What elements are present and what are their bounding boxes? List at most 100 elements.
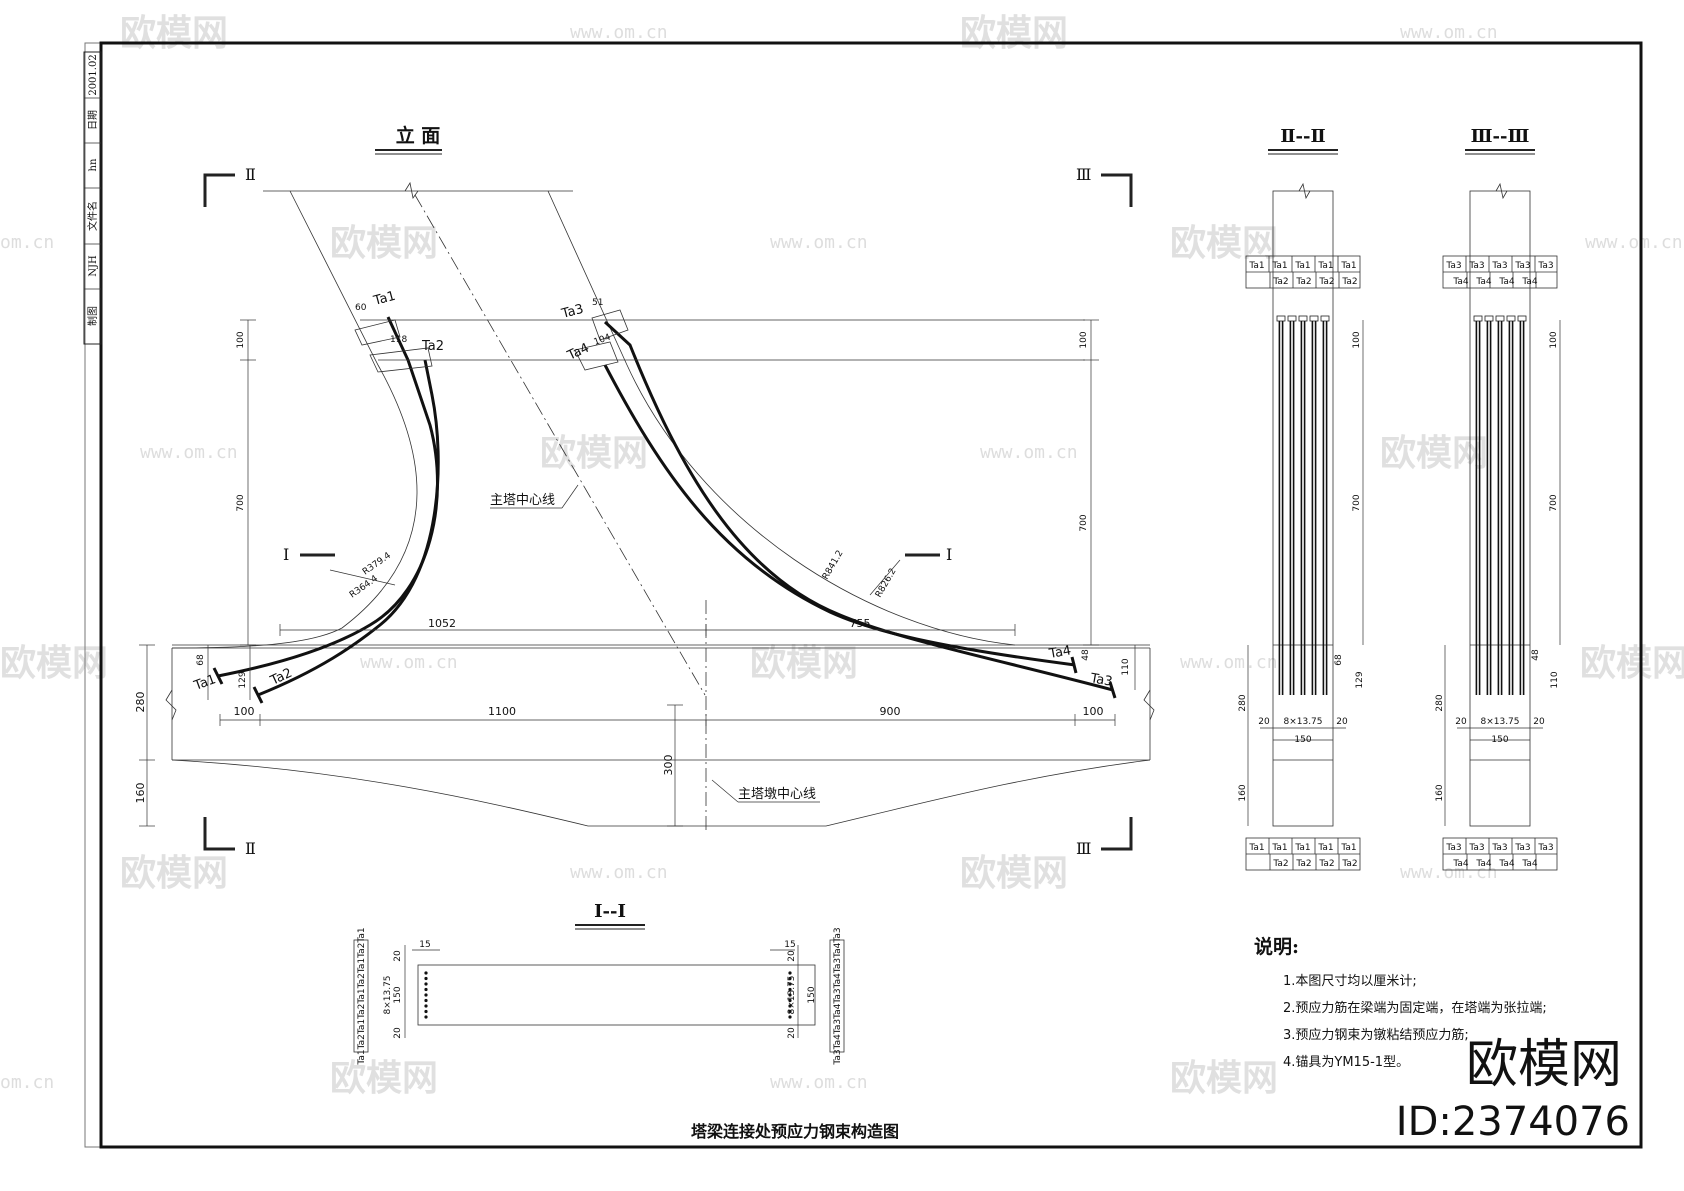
iii-dim-160: 160 [1435,784,1445,801]
ii-bottom-cell: Ta2 [1272,277,1288,287]
watermark-url: www.om.cn [770,232,868,253]
dim-51: 51 [592,298,603,308]
label-ta3-bottom: Ta3 [1088,671,1113,690]
i-dim-spacing-right: 8×13.75 [787,975,797,1014]
watermark-url: www.om.cn [770,1072,868,1093]
note-item: 4.锚具为YM15-1型。 [1283,1055,1409,1070]
dim-1052: 1052 [428,617,456,630]
iii-top-cell: Ta3 [1468,843,1484,853]
dim-110: 110 [1121,658,1131,675]
iii-bottom-cell: Ta4 [1498,859,1515,869]
ii-dim-700: 700 [1352,494,1362,511]
drawing-title: 塔梁连接处预应力钢束构造图 [691,1122,899,1141]
ii-dim-160: 160 [1238,784,1248,801]
watermark-url: www.om.cn [360,652,458,673]
dim-r841: R841.2 [821,549,846,582]
section-mark-iii-top: Ⅲ [1076,165,1091,184]
label-ta1-top: Ta1 [371,289,397,309]
i-dim-20-left-top: 20 [393,950,403,962]
i-dim-20-right-top: 20 [787,950,797,962]
ii-dim-20: 20 [1336,717,1348,727]
watermark-url-fragment: om.cn [0,1072,54,1093]
anchor-head [1276,315,1286,322]
tendon-dot [788,998,792,1003]
dim-755: 755 [850,617,871,630]
i-left-tendon-stack: Ta1Ta2Ta1Ta2Ta1Ta2Ta1Ta2Ta1 [357,927,367,1065]
iii-dim-20: 20 [1533,717,1545,727]
iii-dim-150: 150 [1491,735,1508,745]
tendon-dot [788,1009,792,1014]
tendon-dot [424,1009,428,1014]
section-ii-title: Ⅱ--Ⅱ [1280,126,1325,147]
ii-bottom-cell: Ta2 [1295,859,1311,869]
iii-top-cell: Ta3 [1514,261,1530,271]
section-i-title: Ⅰ--Ⅰ [594,901,626,922]
anchor-head [1517,315,1527,322]
section-i-view: Ⅰ--Ⅰ Ta1Ta2Ta1Ta2Ta1Ta2Ta1Ta2Ta1 Ta3Ta4T… [353,901,845,1066]
tendon-dot [424,993,428,997]
dim-900: 900 [880,705,901,718]
watermark-brand: 欧模网 [330,223,438,264]
watermark-brand: 欧模网 [960,853,1068,894]
i-dim-15-right: 15 [784,940,795,950]
tendon-dot [788,982,792,986]
ii-bottom-cell: Ta2 [1318,277,1334,287]
pier-centerline-label: 主塔墩中心线 [738,787,816,802]
tendon-ta3 [603,320,1114,692]
watermark-url: www.om.cn [1400,22,1498,43]
ii-top-cell: Ta1 [1248,843,1264,853]
iii-top-cell: Ta3 [1537,261,1553,271]
iii-bottom-cell: Ta4 [1475,277,1492,287]
iii-top-cell: Ta3 [1491,261,1507,271]
section-iii-title: Ⅲ--Ⅲ [1471,126,1530,147]
brand-stamp: 欧模网 [1466,1035,1622,1095]
ii-bottom-cell: Ta2 [1318,859,1334,869]
iii-top-cell: Ta3 [1491,843,1507,853]
section-ii-view: Ⅱ--Ⅱ Ta1 Ta1 Ta1 Ta1 Ta1 Ta2 Ta2 Ta2 Ta2… [1238,126,1365,871]
elevation-view: 立 面 Ⅱ Ⅱ Ⅲ Ⅲ Ⅰ Ⅰ [134,124,1155,858]
ii-top-cell: Ta1 [1317,843,1333,853]
label-ta2-bottom: Ta2 [267,666,294,689]
watermark-brand: 欧模网 [0,643,108,684]
i-right-tendon-stack: Ta3Ta4Ta3Ta4Ta3Ta4Ta3Ta4Ta3 [833,927,843,1065]
section-mark-ii-top: Ⅱ [245,165,256,184]
iii-bottom-cell: Ta4 [1498,277,1515,287]
tendon-dot [424,1004,428,1008]
ii-dim-68: 68 [1334,654,1344,666]
ii-dim-100: 100 [1352,331,1362,348]
iii-top-cell: Ta3 [1468,261,1484,271]
iii-bottom-cell: Ta4 [1521,277,1538,287]
watermark-brand: 欧模网 [1170,1058,1278,1099]
watermark-brand: 欧模网 [120,853,228,894]
section-mark-ii-bottom: Ⅱ [245,839,256,858]
watermark-brand: 欧模网 [750,643,858,684]
iii-top-cell: Ta3 [1514,843,1530,853]
tendon-dot [424,1015,428,1019]
watermark-url: www.om.cn [140,442,238,463]
dim-1100: 1100 [488,705,516,718]
watermark-brand: 欧模网 [1380,433,1488,474]
tendon-dot [424,976,428,981]
iii-dim-100: 100 [1549,331,1559,348]
tendon-dot [788,976,792,981]
watermark-url: www.om.cn [1180,652,1278,673]
i-dim-spacing-left: 8×13.75 [383,975,393,1014]
ii-top-cell: Ta1 [1271,261,1287,271]
watermark-layer: 欧模网 欧模网 欧模网 欧模网 欧模网 欧模网 欧模网 欧模网 欧模网 欧模网 … [0,13,1684,1099]
tendon-dot [424,971,428,975]
dim-118: 118 [390,335,407,345]
title-cell-drafter-label: 制图 [86,306,99,326]
watermark-url-fragment: om.cn [0,232,54,253]
title-cell-date-label: 日期 [87,110,99,130]
ii-top-cell: Ta1 [1317,261,1333,271]
tendon-ta4 [603,364,1076,667]
tendon-dot [788,993,792,997]
i-dim-15-left: 15 [419,940,430,950]
anchor-head [1298,315,1308,322]
iii-bottom-cell: Ta4 [1452,277,1469,287]
ii-bottom-cell: Ta2 [1295,277,1311,287]
iii-dim-110: 110 [1550,671,1560,688]
watermark-brand: 欧模网 [1580,643,1684,684]
iii-dim-spacing: 8×13.75 [1480,717,1519,727]
anchor-head [1484,315,1494,322]
